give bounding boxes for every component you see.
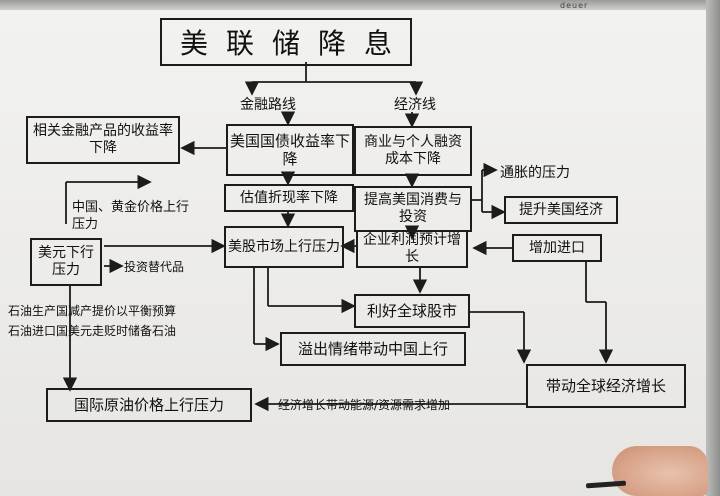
diagram-title: 美联储降息 bbox=[160, 18, 412, 66]
branch-finance-label: 金融路线 bbox=[240, 94, 296, 114]
box-bond-yield: 美国国债收益率下降 bbox=[226, 124, 354, 176]
note-oil-import: 石油进口国美元走贬时储备石油 bbox=[8, 322, 176, 339]
note-china-gold: 中国、黄金价格上行压力 bbox=[72, 200, 192, 234]
box-financing-cost: 商业与个人融资成本下降 bbox=[354, 126, 472, 176]
note-energy-demand: 经济增长带动能源/资源需求增加 bbox=[278, 396, 450, 413]
box-stock-up: 美股市场上行压力 bbox=[224, 226, 344, 268]
note-inflation: 通胀的压力 bbox=[500, 162, 570, 182]
box-boost-economy: 提升美国经济 bbox=[504, 196, 618, 224]
box-valuation: 估值折现率下降 bbox=[224, 184, 354, 212]
box-spillover: 溢出情绪带动中国上行 bbox=[280, 332, 466, 366]
note-opec: 石油生产国减产提价以平衡预算 bbox=[8, 302, 176, 319]
branch-economy-label: 经济线 bbox=[394, 94, 436, 114]
box-consumption: 提高美国消费与投资 bbox=[354, 186, 472, 232]
box-global-growth: 带动全球经济增长 bbox=[526, 364, 686, 408]
box-related-yield: 相关金融产品的收益率下降 bbox=[26, 116, 180, 164]
box-usd-down: 美元下行压力 bbox=[30, 238, 102, 286]
box-import-up: 增加进口 bbox=[512, 234, 602, 262]
presenter-hand bbox=[612, 446, 708, 496]
note-alternative: 投资替代品 bbox=[124, 258, 184, 275]
box-oil-price: 国际原油价格上行压力 bbox=[46, 388, 252, 422]
box-profit: 企业利润预计增长 bbox=[356, 230, 468, 268]
box-global-stocks: 利好全球股市 bbox=[354, 294, 470, 328]
